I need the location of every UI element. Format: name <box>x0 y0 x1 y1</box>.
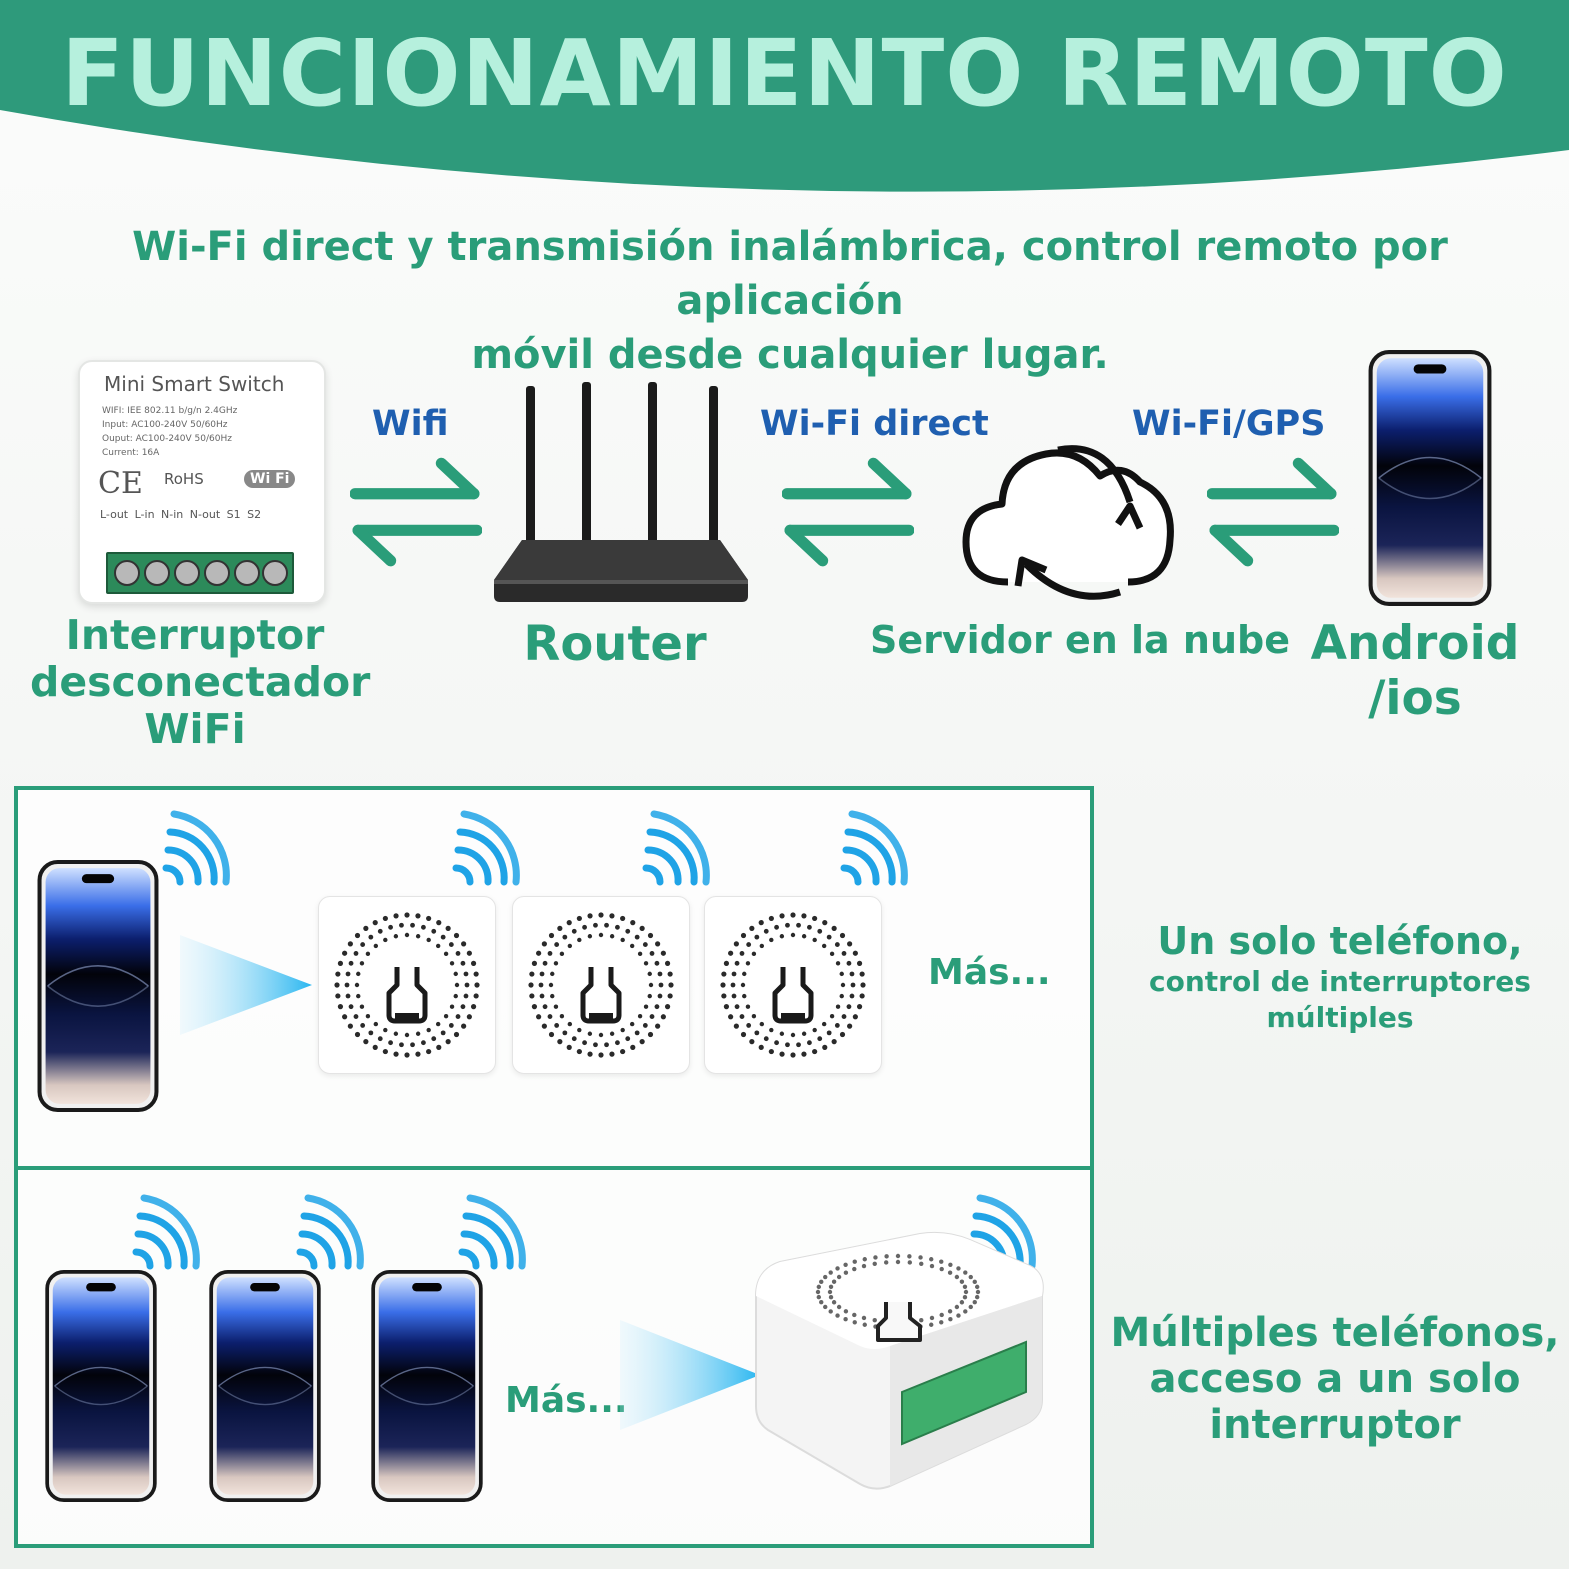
terminal-screw <box>262 560 288 586</box>
node-label-router: Router <box>523 616 707 672</box>
transmit-arrow-icon <box>180 935 312 1035</box>
smartphone-icon <box>44 1270 158 1502</box>
switch-module-tile <box>512 896 690 1074</box>
node-label-phone-line-2: /ios <box>1368 671 1462 726</box>
caption-line-2: acceso a un solo <box>1149 1356 1521 1402</box>
caption-line-3: interruptor <box>1209 1402 1461 1448</box>
caption-line-2: control de interruptores <box>1149 965 1531 998</box>
bidirectional-arrow-icon <box>1207 455 1339 567</box>
switch-module-tile <box>704 896 882 1074</box>
caption-line-3: múltiples <box>1266 1001 1414 1034</box>
subtitle-line-1: Wi-Fi direct y transmisión inalámbrica, … <box>132 224 1448 324</box>
rohs-mark: RoHS <box>164 470 204 488</box>
subtitle-line-2: móvil desde cualquier lugar. <box>471 332 1109 378</box>
header-band <box>0 0 1569 192</box>
spec-output: Ouput: AC100-240V 50/60Hz <box>102 434 232 444</box>
bidirectional-arrow-icon <box>350 455 482 567</box>
link-label-wifi-direct: Wi-Fi direct <box>760 404 989 444</box>
router-icon <box>494 382 748 602</box>
switch-module-3d-icon <box>755 1231 1044 1490</box>
wifi-signal-icon <box>640 806 710 886</box>
smartphone-icon <box>36 860 160 1112</box>
smartphone-icon <box>370 1270 484 1502</box>
wifi-signal-icon <box>456 1190 526 1270</box>
link-label-wifi: Wifi <box>372 404 449 444</box>
node-label-phone-line-1: Android <box>1310 616 1520 671</box>
switch-module-tile <box>318 896 496 1074</box>
node-label-switch-line-3: WiFi <box>144 705 246 753</box>
caption-line-1: Múltiples teléfonos, <box>1110 1310 1560 1356</box>
wifi-signal-icon <box>450 806 520 886</box>
terminal-screw <box>204 560 230 586</box>
wifi-signal-icon <box>294 1190 364 1270</box>
subtitle: Wi-Fi direct y transmisión inalámbrica, … <box>20 220 1560 382</box>
spec-input: Input: AC100-240V 50/60Hz <box>102 420 228 430</box>
wifi-signal-icon <box>130 1190 200 1270</box>
smart-switch-module: Mini Smart Switch WIFI: IEE 802.11 b/g/n… <box>78 360 326 604</box>
terminal-screw <box>144 560 170 586</box>
switch-face-icon <box>720 912 866 1058</box>
more-label: Más... <box>505 1380 628 1421</box>
node-label-cloud: Servidor en la nube <box>870 618 1290 662</box>
switch-face-icon <box>334 912 480 1058</box>
smartphone-icon <box>1368 350 1492 606</box>
node-label-switch-line-2: desconectador <box>30 658 371 706</box>
link-label-wifi-gps: Wi-Fi/GPS <box>1132 404 1326 444</box>
more-label: Más... <box>928 952 1051 993</box>
smartphone-icon <box>208 1270 322 1502</box>
page-title: FUNCIONAMIENTO REMOTO <box>61 20 1508 127</box>
spec-wifi: WIFI: IEE 802.11 b/g/n 2.4GHz <box>102 406 238 416</box>
ce-mark: CE <box>98 466 143 501</box>
wifi-signal-icon <box>160 806 230 886</box>
terminal-screw <box>114 560 140 586</box>
transmit-arrow-icon <box>620 1320 760 1430</box>
caption-line-1: Un solo teléfono, <box>1157 919 1523 963</box>
terminal-labels: L-out L-in N-in N-out S1 S2 <box>100 508 262 521</box>
node-label-switch-line-1: Interruptor <box>65 611 325 659</box>
spec-current: Current: 16A <box>102 448 160 458</box>
bidirectional-arrow-icon <box>782 455 914 567</box>
terminal-screw <box>174 560 200 586</box>
node-label-phone: Android /ios <box>1300 616 1530 726</box>
switch-model-name: Mini Smart Switch <box>104 372 285 396</box>
terminal-block <box>106 552 294 594</box>
wifi-badge: Wi Fi <box>244 470 296 488</box>
panel-one-caption: Un solo teléfono, control de interruptor… <box>1130 918 1550 1036</box>
wifi-signal-icon <box>838 806 908 886</box>
panel-two-caption: Múltiples teléfonos, acceso a un solo in… <box>1110 1310 1560 1448</box>
terminal-screw <box>234 560 260 586</box>
cloud-sync-icon <box>962 445 1174 600</box>
switch-face-icon <box>528 912 674 1058</box>
node-label-switch: Interruptor desconectador WiFi <box>30 611 371 753</box>
